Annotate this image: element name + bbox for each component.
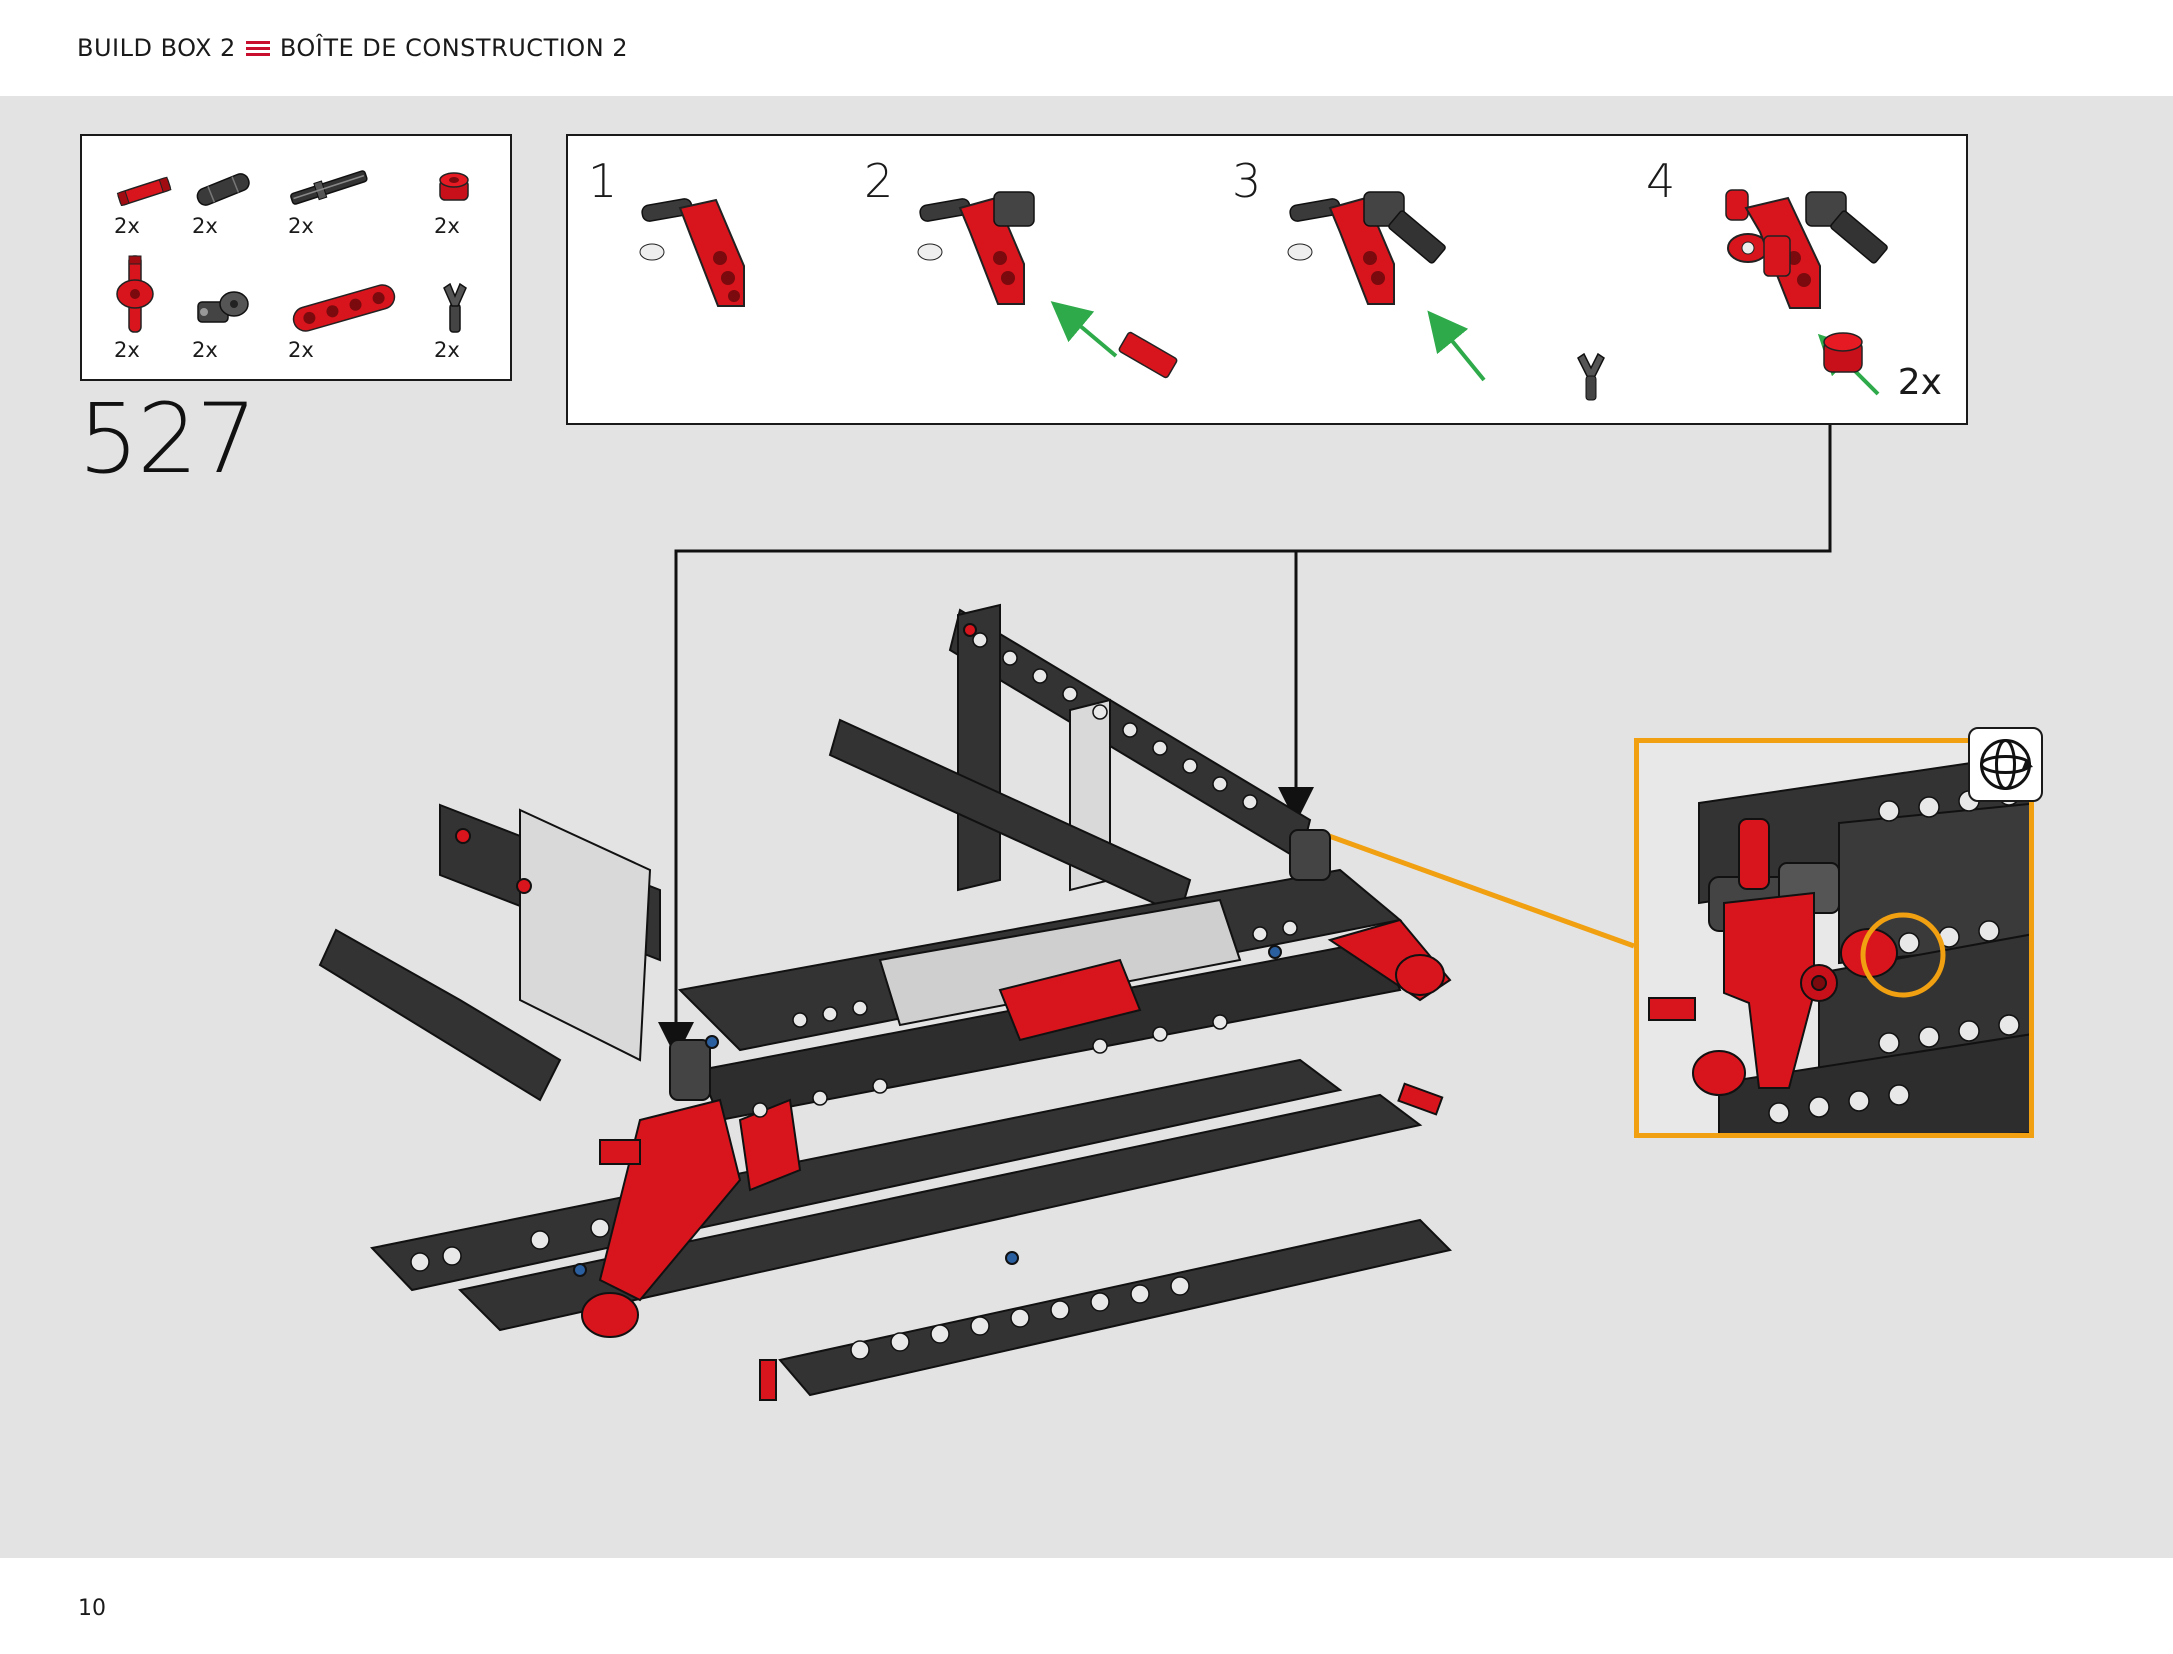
- part-qty: 2x: [114, 214, 140, 238]
- page-number: 10: [78, 1596, 106, 1621]
- placement-arrows: [658, 425, 1832, 1058]
- main-model: [318, 603, 1452, 1401]
- step-number: 527: [78, 383, 257, 495]
- sub-assembly-qty: 2x: [1897, 362, 1942, 403]
- parts-list-box: 2x 2x 2x 2x 2x 2x 2x 2x: [80, 134, 512, 381]
- page-header: BUILD BOX 2 BOÎTE DE CONSTRUCTION 2: [0, 0, 2173, 96]
- sub-step-number: 4: [1646, 154, 1676, 208]
- black-pin-icon: [196, 173, 250, 206]
- detail-callout-illustration: [1639, 743, 2029, 1133]
- callout-pointer: [1317, 829, 1635, 949]
- sub-assembly-box: 1 2 3 4: [566, 134, 1968, 425]
- black-angle-connector-icon: [197, 291, 249, 323]
- part-qty: 2x: [434, 214, 460, 238]
- header-title: BUILD BOX 2 BOÎTE DE CONSTRUCTION 2: [77, 34, 628, 62]
- sub-step-number: 1: [588, 154, 618, 208]
- sub-assembly-illustrations: [639, 189, 1888, 401]
- sub-step-number: 2: [864, 154, 894, 208]
- sub-step-3-model: [1287, 191, 1605, 401]
- part-qty: 2x: [192, 338, 218, 362]
- page-footer: 10: [0, 1558, 2173, 1654]
- part-qty: 2x: [288, 338, 314, 362]
- part-qty: 2x: [288, 214, 314, 238]
- header-separator-icon: [245, 40, 270, 56]
- part-qty: 2x: [434, 338, 460, 362]
- black-hook-icon: [443, 282, 467, 333]
- sub-step-4-model: [1725, 189, 1888, 396]
- header-title-en: BUILD BOX 2: [77, 34, 236, 62]
- sub-step-number: 3: [1232, 154, 1262, 208]
- highlight-circle: [1860, 912, 1946, 998]
- sub-step-2-model: [917, 191, 1178, 379]
- red-bush-icon: [439, 172, 469, 201]
- rotate-model-icon: [1968, 727, 2043, 802]
- part-qty: 2x: [114, 338, 140, 362]
- sub-step-1-model: [639, 198, 745, 307]
- red-cross-connector-icon: [116, 255, 154, 333]
- detail-callout: [1634, 738, 2034, 1138]
- part-qty: 2x: [192, 214, 218, 238]
- black-axle-icon: [290, 170, 368, 205]
- beam-holes: [410, 632, 1298, 1360]
- red-beam-icon: [292, 284, 396, 332]
- header-title-fr: BOÎTE DE CONSTRUCTION 2: [279, 34, 629, 62]
- red-axle-connector-icon: [116, 176, 172, 206]
